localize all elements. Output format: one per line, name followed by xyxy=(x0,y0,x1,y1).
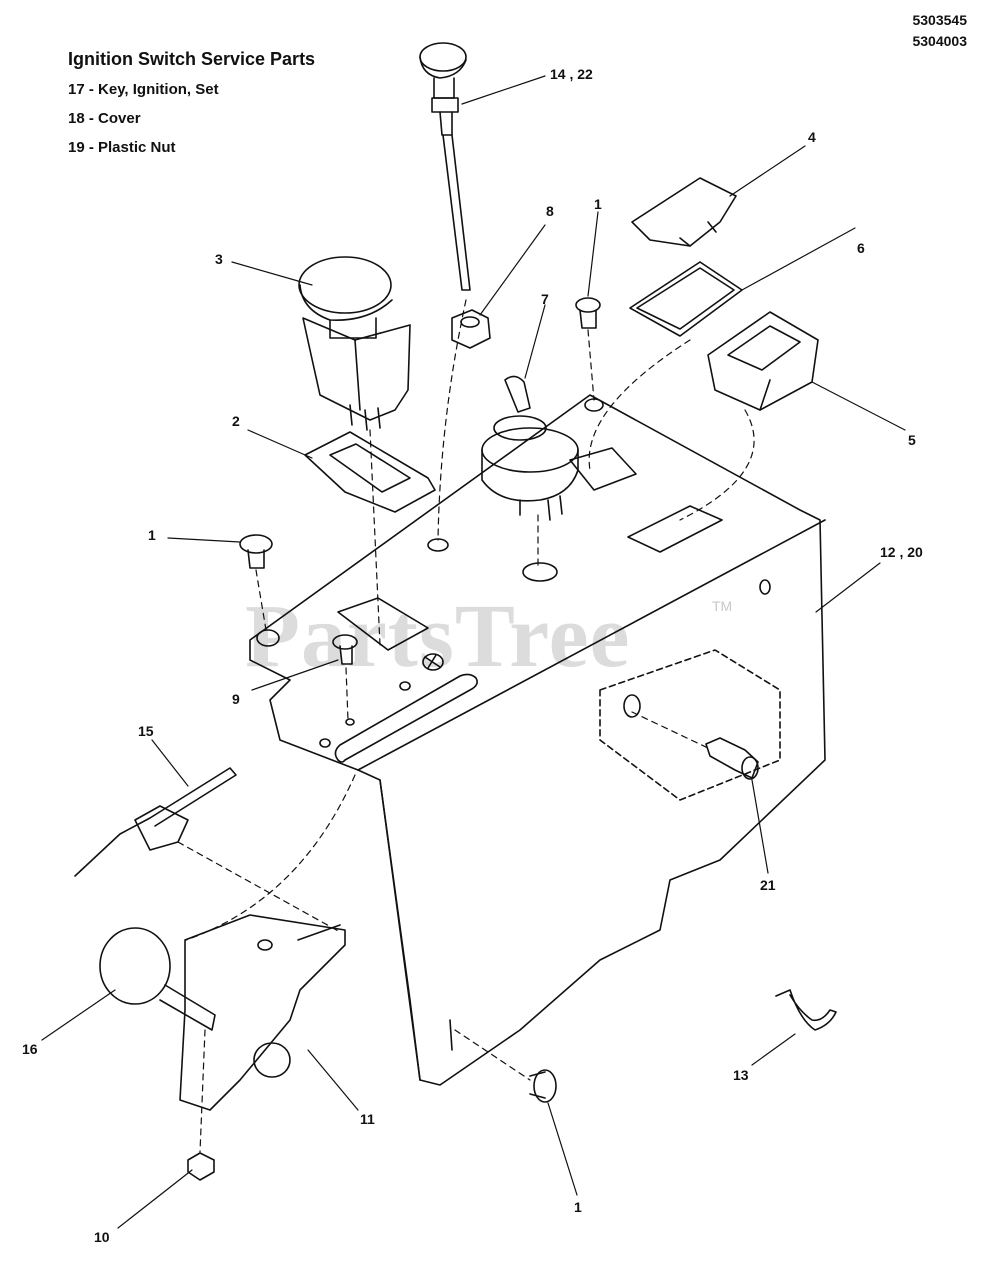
rod-clip-part xyxy=(74,767,237,877)
part-code-1: 5303545 xyxy=(912,12,967,28)
control-bracket-part xyxy=(249,394,826,1086)
choke-knob-part xyxy=(419,42,471,291)
service-part-item: 19 - Plastic Nut xyxy=(68,139,176,156)
pto-switch-part xyxy=(298,256,411,431)
service-part-item: 18 - Cover xyxy=(68,110,141,127)
callout-1: 1 xyxy=(148,527,156,543)
indicator-housing-part xyxy=(707,311,819,411)
callout-11: 11 xyxy=(360,1111,375,1127)
ignition-switch-part xyxy=(481,375,579,521)
callout-4: 4 xyxy=(808,129,816,145)
callout-2: 2 xyxy=(232,413,240,429)
lens-cover-part xyxy=(631,177,737,247)
indicator-light-part xyxy=(705,737,759,780)
callout-15: 15 xyxy=(138,723,154,739)
callout-6: 6 xyxy=(857,240,865,256)
callout-14-22: 14 , 22 xyxy=(550,66,593,82)
callout-21: 21 xyxy=(760,877,776,893)
callout-8: 8 xyxy=(546,203,554,219)
callout-10: 10 xyxy=(94,1229,110,1245)
callout-12-20: 12 , 20 xyxy=(880,544,923,560)
throttle-lever-part xyxy=(99,914,346,1111)
screw-part-1a xyxy=(575,297,601,329)
screw-part-1c xyxy=(529,1069,557,1103)
tie-strap-part xyxy=(775,989,837,1031)
switch-bezel-part xyxy=(304,431,436,513)
watermark-trademark: TM xyxy=(712,598,733,614)
callout-3: 3 xyxy=(215,251,223,267)
part-code-2: 5304003 xyxy=(912,33,967,49)
callout-7: 7 xyxy=(541,291,549,307)
service-part-item: 17 - Key, Ignition, Set xyxy=(68,81,219,98)
callout-5: 5 xyxy=(908,432,916,448)
callout-1: 1 xyxy=(594,196,602,212)
nut-part-10 xyxy=(187,1152,215,1181)
callout-1: 1 xyxy=(574,1199,582,1215)
gasket-part xyxy=(629,261,743,337)
screw-part-9 xyxy=(332,634,358,665)
nut-part-8 xyxy=(451,309,491,349)
callout-9: 9 xyxy=(232,691,240,707)
callout-13: 13 xyxy=(733,1067,749,1083)
screw-part-1b xyxy=(239,534,273,569)
callout-16: 16 xyxy=(22,1041,38,1057)
service-parts-title: Ignition Switch Service Parts xyxy=(68,49,316,69)
